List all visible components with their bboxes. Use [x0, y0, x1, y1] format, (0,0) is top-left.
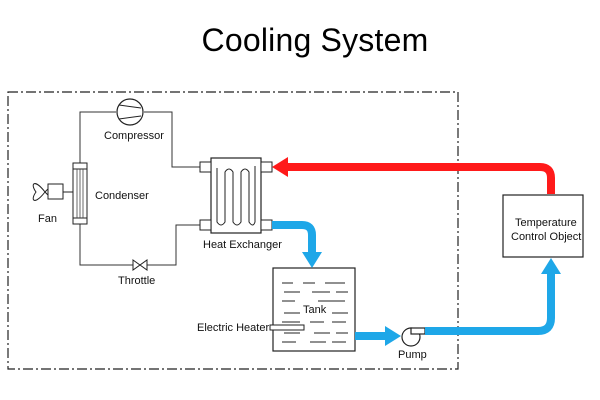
cold-flow-to-object-arrow: [425, 258, 561, 335]
cold-flow-to-tank-arrow: [272, 221, 322, 268]
refrigerant-loop: [79, 111, 200, 266]
temperature-control-object-box: [502, 194, 584, 258]
pump-symbol: [401, 327, 426, 347]
heat-exchanger-label: Heat Exchanger: [203, 239, 282, 251]
throttle-label: Throttle: [118, 275, 155, 287]
diagram-title: Cooling System: [201, 22, 429, 58]
electric-heater-label: Electric Heater: [197, 322, 269, 334]
system-boundary: [7, 91, 459, 370]
tank-symbol: [269, 267, 356, 352]
fan-symbol: [32, 183, 73, 201]
compressor-label: Compressor: [104, 130, 164, 142]
hot-flow-arrow: [272, 157, 555, 194]
cold-flow-to-pump-arrow: [355, 326, 401, 346]
fan-label: Fan: [38, 213, 57, 225]
condenser-symbol: [72, 162, 88, 225]
temperature-control-object-line1: Temperature: [515, 217, 577, 229]
throttle-symbol: [132, 259, 148, 271]
tank-label: Tank: [303, 304, 327, 316]
compressor-symbol: [116, 98, 144, 126]
heat-exchanger-symbol: [199, 157, 273, 234]
temperature-control-object-line2: Control Object: [511, 231, 581, 243]
condenser-label: Condenser: [95, 190, 149, 202]
pump-label: Pump: [398, 349, 427, 361]
